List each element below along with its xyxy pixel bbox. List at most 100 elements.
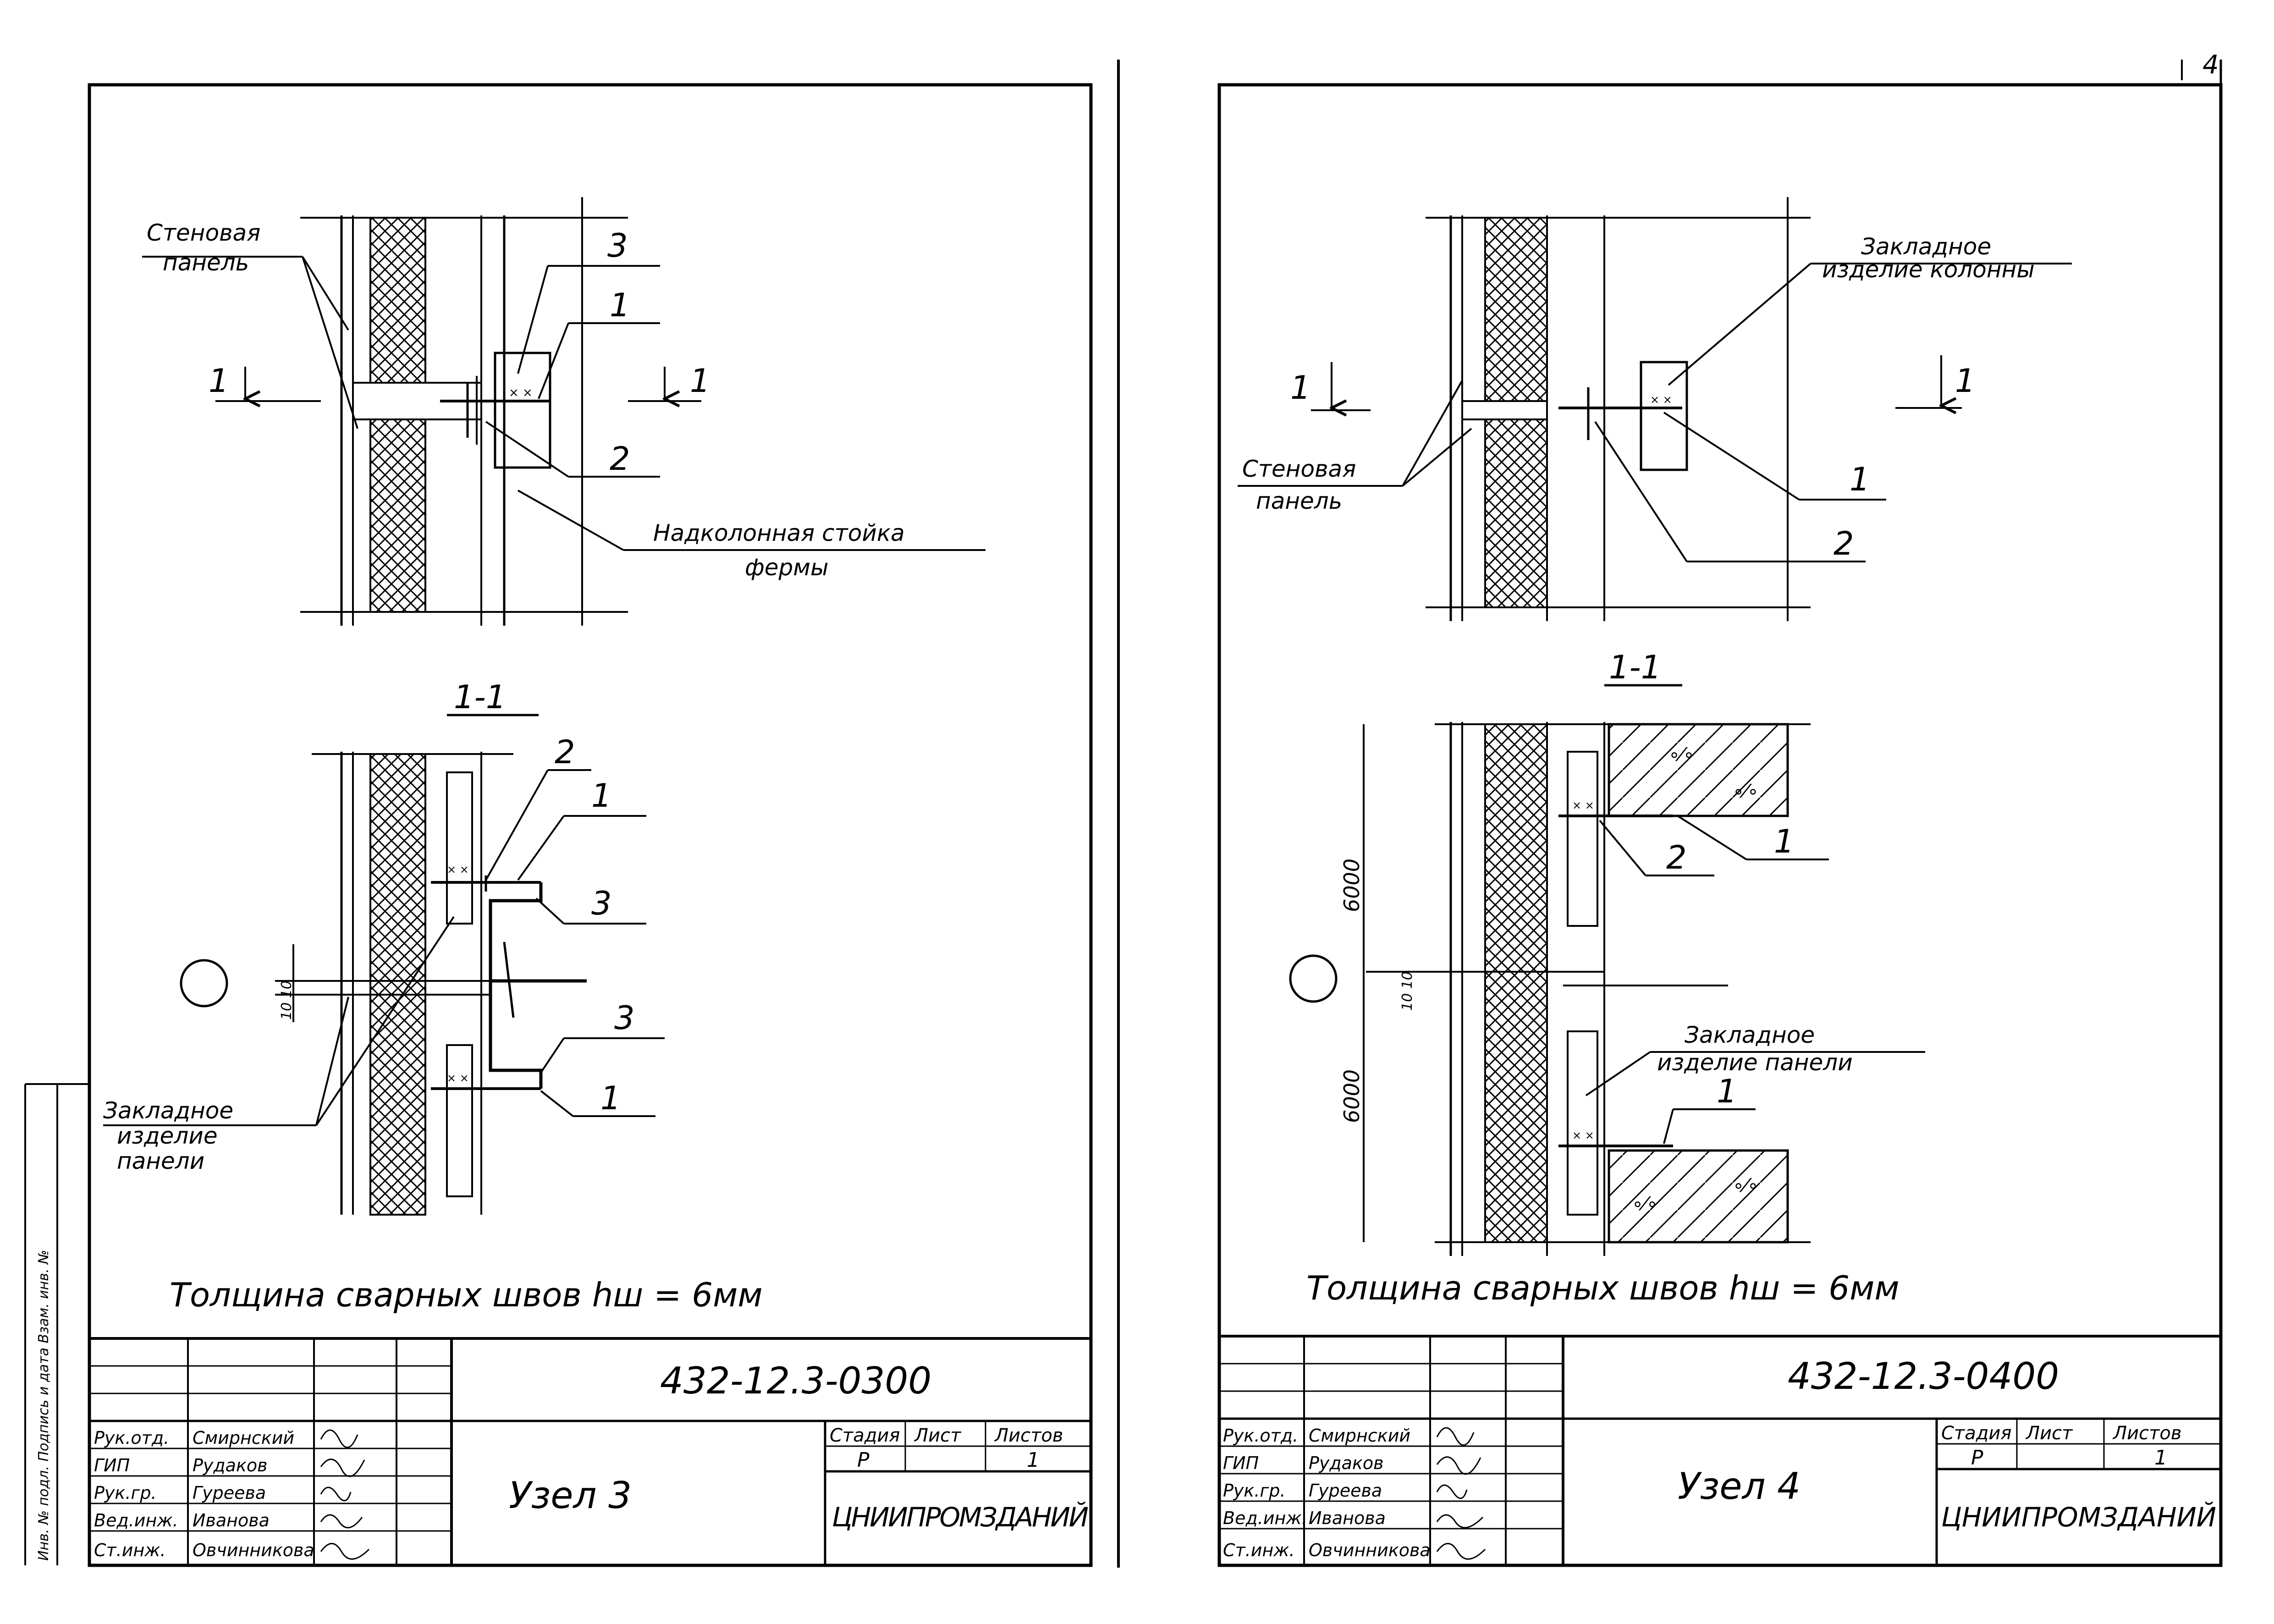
sheet-4-name-0: Смирнский bbox=[1309, 1426, 1410, 1446]
sheet-4-stamp: 432-12.3-0400 Узел 4 ЦНИИПРОМЗДАНИЙ Стад… bbox=[1219, 1335, 2221, 1565]
sheet-4-role-1: ГИП bbox=[1223, 1453, 1259, 1473]
sheet-4-section-title: 1-1 bbox=[1609, 649, 1661, 686]
sheet-4-label-embedded-1: Закладное bbox=[1685, 1022, 1815, 1048]
sheet-3-stamp-v-sheets: 1 bbox=[1027, 1448, 1040, 1472]
svg-text:∘⁄∘: ∘⁄∘ bbox=[1632, 1194, 1658, 1215]
sheet-4-elevation: × × 1 1 Закладное изделие колонны Стенов… bbox=[1238, 197, 2072, 621]
sheet-4-role-2: Рук.гр. bbox=[1223, 1481, 1286, 1501]
sheet-3-callout-3: 3 bbox=[607, 227, 628, 264]
sheet-3: Инв. № подл. Подпись и дата Взам. инв. №… bbox=[24, 83, 1093, 1567]
sheet-4-role-3: Вед.инж. bbox=[1223, 1508, 1307, 1528]
sheet-4-name-1: Рудаков bbox=[1309, 1453, 1384, 1473]
sheet-3-sec-callout-3b: 3 bbox=[614, 999, 635, 1037]
sheet-3-sec-callout-1b: 1 bbox=[600, 1079, 621, 1117]
sheet-3-elevation: × × 1 1 Стеновая панель 3 1 2 Над bbox=[142, 197, 986, 626]
sheet-3-stamp-org: ЦНИИПРОМЗДАНИЙ bbox=[832, 1501, 1089, 1533]
sheet-4-role-4: Ст.инж. bbox=[1223, 1540, 1295, 1560]
sheet-4-role-0: Рук.отд. bbox=[1223, 1426, 1298, 1446]
sheet-4-sec-callout-1b: 1 bbox=[1717, 1073, 1737, 1110]
sheet-4-sec-callout-2: 2 bbox=[1666, 839, 1687, 876]
sheet-4-label-embedded-column-1: Закладное bbox=[1861, 233, 1991, 260]
sheet-4-sec-callout-1a: 1 bbox=[1774, 823, 1795, 860]
sheet-3-embedded-plate bbox=[494, 352, 551, 469]
svg-text:∘⁄∘: ∘⁄∘ bbox=[1733, 781, 1759, 802]
sheet-3-node-circle bbox=[180, 959, 228, 1007]
sheet-3-section-mark-left: 1 bbox=[209, 362, 229, 400]
sheet-4-name-2: Гуреева bbox=[1309, 1481, 1382, 1501]
sheet-3-weld-note: Толщина сварных швов hш = 6мм bbox=[170, 1276, 763, 1314]
sheet-4-stamp-h-sheets: Листов bbox=[2112, 1423, 2181, 1444]
sheet-3-stamp-h-sheet: Лист bbox=[914, 1425, 962, 1446]
svg-text:× ×: × × bbox=[447, 863, 469, 876]
sheet-3-stamp-code: 432-12.3-0300 bbox=[660, 1360, 931, 1402]
sheet-3-stamp: 432-12.3-0300 Узел 3 ЦНИИПРОМЗДАНИЙ Стад… bbox=[89, 1337, 1091, 1565]
sheet-3-label-embedded-1: Закладное bbox=[103, 1097, 233, 1124]
sheet-4-insulation-lower bbox=[1484, 418, 1548, 608]
sheet-4-node-circle bbox=[1289, 954, 1338, 1003]
sheet-4-callout-1: 1 bbox=[1850, 461, 1870, 498]
sheet-4-label-embedded-column-2: изделие колонны bbox=[1822, 256, 2035, 283]
sheet-3-stamp-h-stage: Стадия bbox=[830, 1425, 900, 1446]
sheet-3-margin-note: Инв. № подл. Подпись и дата Взам. инв. № bbox=[36, 1250, 52, 1561]
sheet-4-concrete-lower bbox=[1608, 1149, 1789, 1244]
sheet-4-stamp-v-sheets: 1 bbox=[2154, 1446, 2167, 1470]
sheet-4-concrete-upper bbox=[1608, 723, 1789, 817]
sheet-3-dim-text: 10 10 bbox=[279, 980, 295, 1020]
sheet-3-callout-1: 1 bbox=[610, 286, 630, 324]
sheet-3-stamp-title: Узел 3 bbox=[509, 1474, 632, 1517]
sheet-4-stamp-org: ЦНИИПРОМЗДАНИЙ bbox=[1941, 1501, 2216, 1533]
sheet-4-stamp-h-stage: Стадия bbox=[1941, 1423, 2011, 1444]
sheet-3-section-insulation bbox=[369, 753, 426, 1216]
sheet-4-section-mark-left: 1 bbox=[1290, 369, 1311, 407]
sheet-3-insulation-upper bbox=[369, 217, 426, 384]
sheet-4-stamp-v-stage: Р bbox=[1971, 1446, 1983, 1470]
sheet-4-label-wall-panel-2: панель bbox=[1256, 488, 1342, 514]
page-mark: 4 bbox=[2202, 50, 2219, 80]
sheet-3-name-3: Иванова bbox=[193, 1510, 270, 1530]
sheet-3-sec-callout-1a: 1 bbox=[591, 777, 612, 815]
sheet-4-embedded-plate bbox=[1640, 361, 1688, 471]
sheet-4-weld-note: Толщина сварных швов hш = 6мм bbox=[1306, 1269, 1900, 1307]
sheet-4-stamp-title: Узел 4 bbox=[1678, 1465, 1800, 1508]
sheet-3-role-0: Рук.отд. bbox=[94, 1428, 169, 1448]
sheet-4: × × 1 1 Закладное изделие колонны Стенов… bbox=[1217, 60, 2223, 1567]
sheet-4-stamp-code: 432-12.3-0400 bbox=[1788, 1355, 2059, 1398]
sheet-4-dim-upper: 6000 bbox=[1339, 859, 1364, 912]
sheet-3-label-embedded-3: панели bbox=[117, 1148, 204, 1174]
svg-text:× ×: × × bbox=[509, 386, 533, 400]
sheet-4-stamp-h-sheet: Лист bbox=[2025, 1423, 2073, 1444]
sheet-3-section-mark-right: 1 bbox=[690, 362, 710, 400]
sheet-3-name-2: Гуреева bbox=[193, 1483, 266, 1503]
sheet-3-role-3: Вед.инж. bbox=[94, 1510, 178, 1530]
svg-text:× ×: × × bbox=[1572, 799, 1594, 812]
sheet-3-label-truss-post-1: Надколонная стойка bbox=[653, 520, 905, 546]
sheet-3-label-truss-post-2: фермы bbox=[745, 554, 828, 581]
sheet-3-name-4: Овчинникова bbox=[193, 1540, 314, 1560]
sheet-3-label-wall-panel-1: Стеновая bbox=[147, 220, 260, 246]
sheet-3-section-title: 1-1 bbox=[454, 678, 506, 716]
sheet-3-stamp-v-stage: Р bbox=[857, 1448, 870, 1472]
sheet-4-signatures bbox=[1436, 1427, 1486, 1560]
sheet-4-section-insulation bbox=[1484, 723, 1548, 1243]
sheet-4-insulation-upper bbox=[1484, 217, 1548, 402]
sheet-3-role-2: Рук.гр. bbox=[94, 1483, 157, 1503]
sheet-4-label-embedded-2: изделие панели bbox=[1657, 1049, 1853, 1076]
sheet-4-callout-2: 2 bbox=[1834, 525, 1854, 562]
sheet-3-label-wall-panel-2: панель bbox=[163, 249, 249, 276]
svg-text:× ×: × × bbox=[1650, 393, 1672, 406]
sheet-4-dim-text: 10 10 bbox=[1399, 971, 1415, 1011]
sheet-3-section: 1-1 × × × × 10 10 bbox=[103, 678, 665, 1216]
sheet-3-name-0: Смирнский bbox=[193, 1428, 294, 1448]
sheet-3-frame bbox=[88, 83, 1093, 1567]
sheet-3-signatures bbox=[320, 1429, 370, 1560]
sheet-3-sec-callout-3a: 3 bbox=[591, 885, 612, 922]
sheet-4-dim-lower: 6000 bbox=[1339, 1069, 1364, 1123]
sheet-4-name-3: Иванова bbox=[1309, 1508, 1386, 1528]
sheet-3-role-1: ГИП bbox=[94, 1455, 130, 1475]
sheet-4-label-wall-panel-1: Стеновая bbox=[1242, 456, 1356, 482]
sheet-3-insulation-lower bbox=[369, 418, 426, 613]
svg-text:∘⁄∘: ∘⁄∘ bbox=[1733, 1175, 1759, 1196]
sheet-3-callout-2: 2 bbox=[610, 440, 630, 478]
sheet-4-name-4: Овчинникова bbox=[1309, 1540, 1431, 1560]
